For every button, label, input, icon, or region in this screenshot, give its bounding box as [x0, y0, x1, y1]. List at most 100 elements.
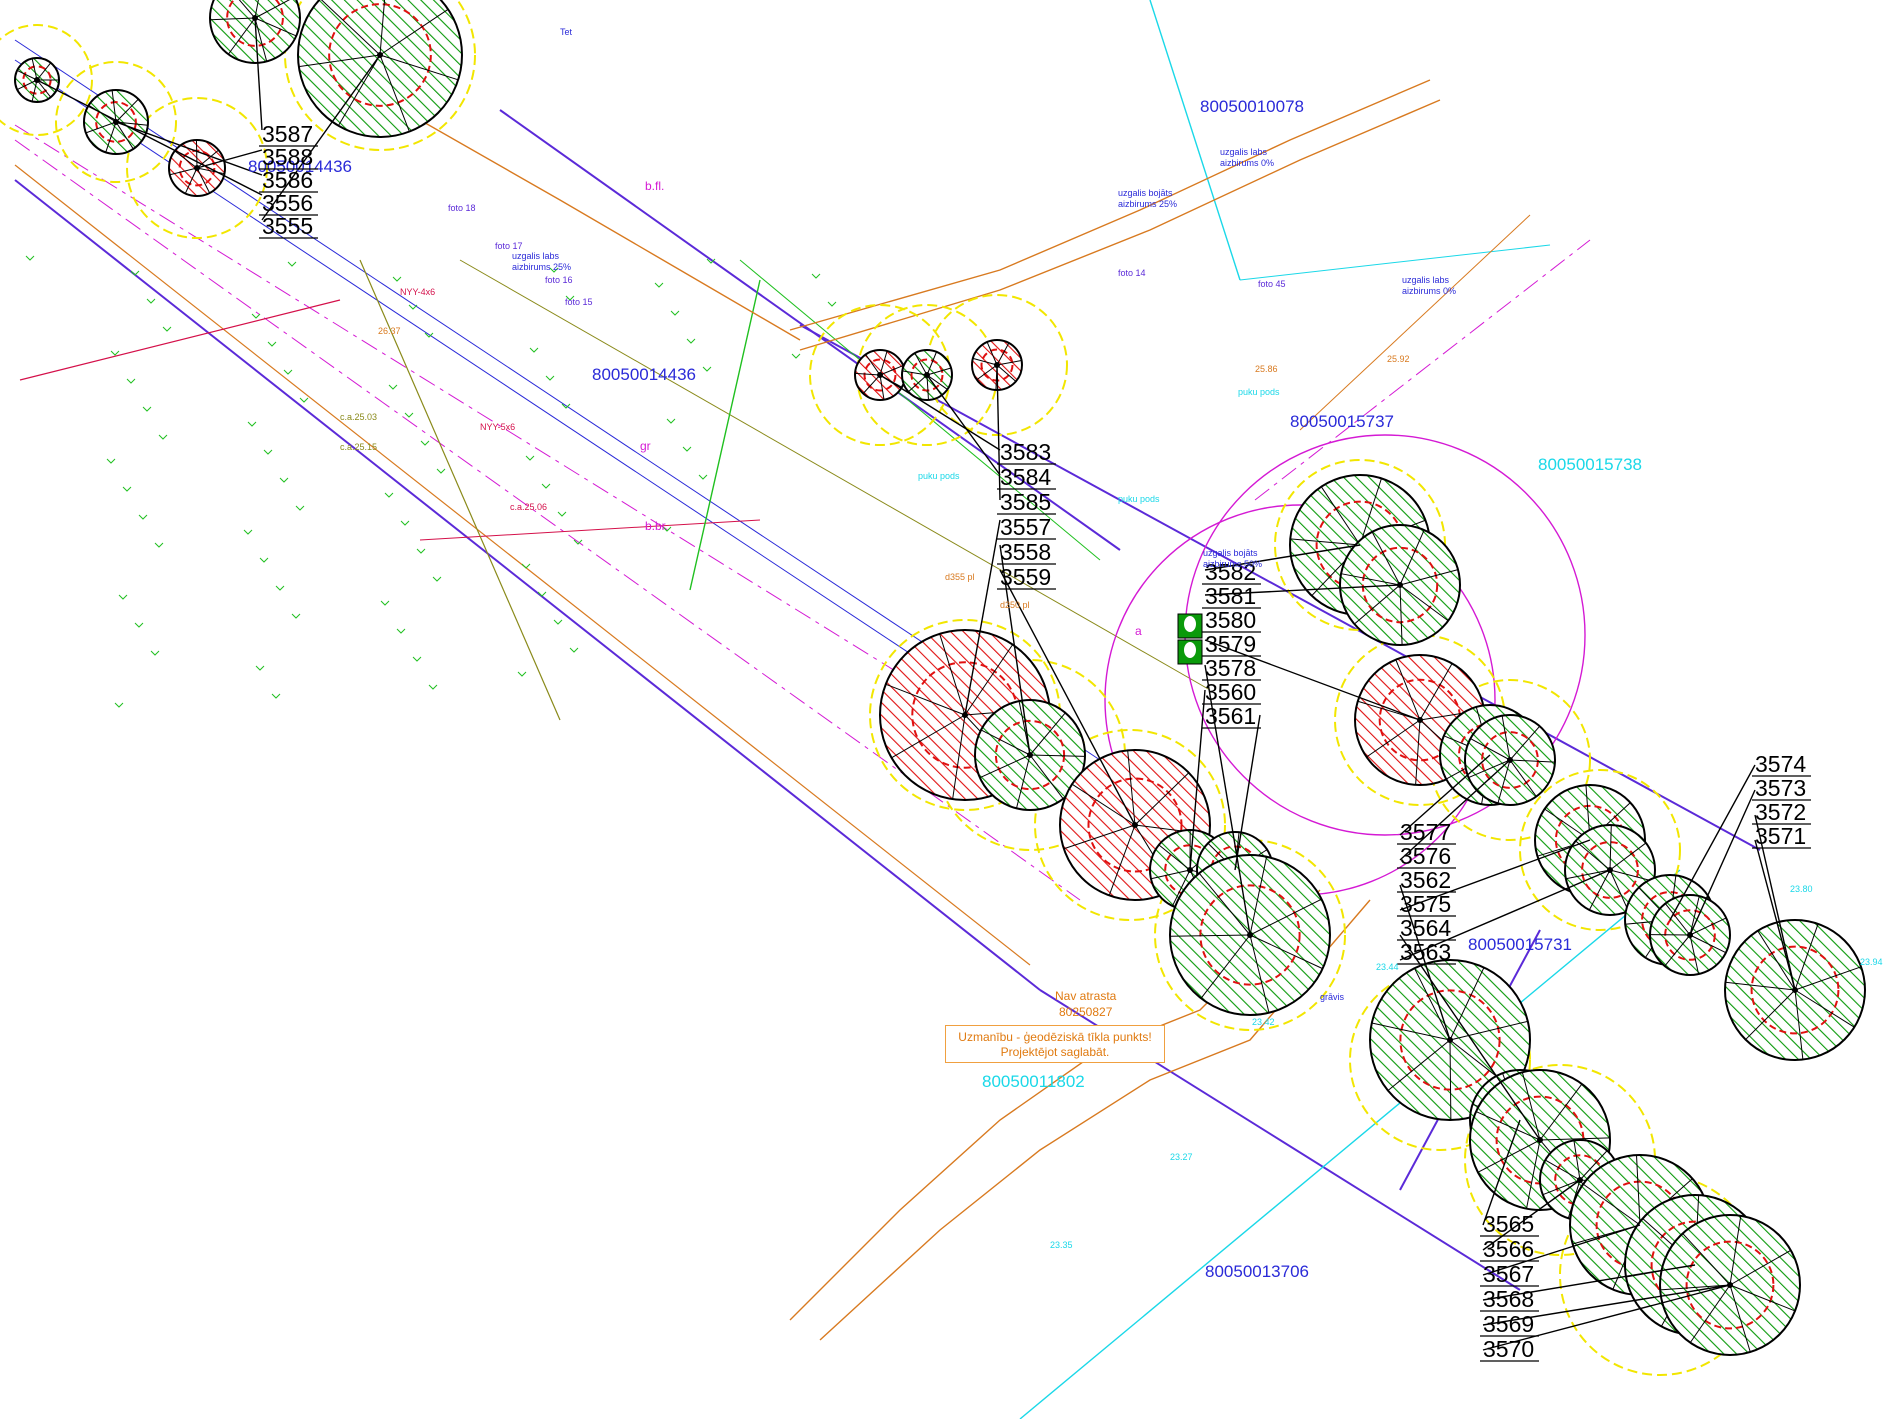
annotation-1: aizbirums 0% — [1220, 158, 1274, 168]
parcel-label-80050014436: 80050014436 — [248, 157, 352, 176]
annotation-37: 23.35 — [1050, 1240, 1073, 1250]
warning-line1: Uzmanību - ģeodēziskā tīkla punkts! — [958, 1030, 1152, 1044]
tree-tag-3568[interactable]: 3568 — [1483, 1286, 1534, 1312]
tree-tag-3561[interactable]: 3561 — [1205, 703, 1256, 729]
tree-tag-3570[interactable]: 3570 — [1483, 1336, 1534, 1362]
annotation-27: c.a.25.15 — [340, 442, 377, 452]
annotation-15: foto 45 — [1258, 279, 1286, 289]
tree-tag-3555[interactable]: 3555 — [262, 213, 313, 239]
annotation-5: aizbirums 25% — [512, 262, 571, 272]
missing-point-note: Nav atrasta 80250827 — [1055, 988, 1116, 1020]
tree-tag-3579[interactable]: 3579 — [1205, 631, 1256, 657]
geodetic-warning-box: Uzmanību - ģeodēziskā tīkla punkts! Proj… — [945, 1025, 1165, 1063]
tree-tag-3569[interactable]: 3569 — [1483, 1311, 1534, 1337]
parcel-label-80050015737: 80050015737 — [1290, 412, 1394, 431]
tree-tag-3557[interactable]: 3557 — [1000, 514, 1051, 540]
tree-tag-3581[interactable]: 3581 — [1205, 583, 1256, 609]
tree-tag-3565[interactable]: 3565 — [1483, 1211, 1534, 1237]
parcel-label-80050015738: 80050015738 — [1538, 455, 1642, 474]
tree-tag-3575[interactable]: 3575 — [1400, 891, 1451, 917]
tree-tag-3585[interactable]: 3585 — [1000, 489, 1051, 515]
tree-tag-3578[interactable]: 3578 — [1205, 655, 1256, 681]
tree-icon-legend — [1177, 613, 1203, 665]
parcel-label-80050010078: 80050010078 — [1200, 97, 1304, 116]
tree-tag-3571[interactable]: 3571 — [1755, 823, 1806, 849]
tree-tag-3566[interactable]: 3566 — [1483, 1236, 1534, 1262]
tree-tag-3583[interactable]: 3583 — [1000, 439, 1051, 465]
tree-4[interactable] — [297, 0, 463, 138]
tree-tag-3582[interactable]: 3582 — [1205, 559, 1256, 585]
tree-5[interactable] — [209, 0, 301, 64]
annotation-29: c.a.25.06 — [510, 502, 547, 512]
annotation-25: d250 pl — [1000, 600, 1030, 610]
annotation-18: puku pods — [1238, 387, 1280, 397]
tree-tag-3577[interactable]: 3577 — [1400, 819, 1451, 845]
annotation-7: aizbirums 0% — [1402, 286, 1456, 296]
annotation-31: NYY-4x6 — [400, 287, 435, 297]
tree-tag-3584[interactable]: 3584 — [1000, 464, 1051, 490]
annotation-13: foto 17 — [495, 241, 523, 251]
tree-tag-3556[interactable]: 3556 — [262, 190, 313, 216]
tree-tag-3562[interactable]: 3562 — [1400, 867, 1451, 893]
annotation-38: 23.27 — [1170, 1152, 1193, 1162]
annotation-39: 23.94 — [1860, 957, 1883, 967]
annotation-35: 23.44 — [1376, 962, 1399, 972]
annotation-32: 26.37 — [378, 326, 401, 336]
annotation-12: foto 16 — [545, 275, 573, 285]
annotation-26: d355 pl — [945, 572, 975, 582]
tree-tag-3573[interactable]: 3573 — [1755, 775, 1806, 801]
annotation-3: aizbirums 25% — [1118, 199, 1177, 209]
tree-1[interactable] — [14, 57, 60, 103]
parcel-labels: 80050014436 80050014436 80050010078 8005001… — [248, 97, 1642, 1281]
tree-tag-3580[interactable]: 3580 — [1205, 607, 1256, 633]
nav-line1: Nav atrasta — [1055, 989, 1117, 1003]
annotation-0: uzgalis labs — [1220, 147, 1268, 157]
annotation-10: foto 14 — [1118, 268, 1146, 278]
tree-tag-3564[interactable]: 3564 — [1400, 915, 1451, 941]
annotation-34: 25.92 — [1387, 354, 1410, 364]
annotation-28: c.a.25.03 — [340, 412, 377, 422]
annotation-21: gr — [640, 439, 651, 453]
annotation-14: foto 18 — [448, 203, 476, 213]
tree-tag-3567[interactable]: 3567 — [1483, 1261, 1534, 1287]
annotation-36: 23.42 — [1252, 1017, 1275, 1027]
annotation-40: 23.80 — [1790, 884, 1813, 894]
annotation-24: grāvis — [1320, 992, 1345, 1002]
annotation-8: uzgalis bojāts — [1203, 548, 1258, 558]
vegetation-glyphs — [25, 255, 837, 708]
annotation-23: Tet — [560, 27, 573, 37]
tree-tag-3588[interactable]: 3588 — [262, 144, 313, 170]
annotation-6: uzgalis labs — [1402, 275, 1450, 285]
tree-tag-3586[interactable]: 3586 — [262, 167, 313, 193]
nav-line2: 80250827 — [1058, 1005, 1113, 1019]
annotation-33: 25.86 — [1255, 364, 1278, 374]
annotation-11: foto 15 — [565, 297, 593, 307]
tree-tag-3572[interactable]: 3572 — [1755, 799, 1806, 825]
tree-tag-3559[interactable]: 3559 — [1000, 564, 1051, 590]
annotation-9: aizbirums 50% — [1203, 559, 1262, 569]
annotation-4: uzgalis labs — [512, 251, 560, 261]
annotation-30: NYY-5x6 — [480, 422, 515, 432]
tree-tag-3587[interactable]: 3587 — [262, 121, 313, 147]
annotation-19: b.br. — [645, 519, 668, 533]
tree-tag-3558[interactable]: 3558 — [1000, 539, 1051, 565]
road-linework — [14, 0, 1761, 1419]
warning-line2: Projektējot saglabāt. — [1000, 1045, 1110, 1059]
tree-tag-3563[interactable]: 3563 — [1400, 939, 1451, 965]
tree-tag-3576[interactable]: 3576 — [1400, 843, 1451, 869]
annotation-17: puku pods — [1118, 494, 1160, 504]
tree-tag-3560[interactable]: 3560 — [1205, 679, 1256, 705]
parcel-label-80050014436: 80050014436 — [592, 365, 696, 384]
annotation-2: uzgalis bojāts — [1118, 188, 1173, 198]
tag-leader-lines — [36, 17, 1796, 1351]
tree-tag-3574[interactable]: 3574 — [1755, 751, 1806, 777]
parcel-label-80050013706: 80050013706 — [1205, 1262, 1309, 1281]
parcel-label-80050015731: 80050015731 — [1468, 935, 1572, 954]
annotation-20: b.fl. — [645, 179, 664, 193]
annotation-22: a — [1135, 624, 1142, 638]
parcel-label-80050011802: 80050011802 — [982, 1072, 1085, 1091]
annotation-16: puku pods — [918, 471, 960, 481]
